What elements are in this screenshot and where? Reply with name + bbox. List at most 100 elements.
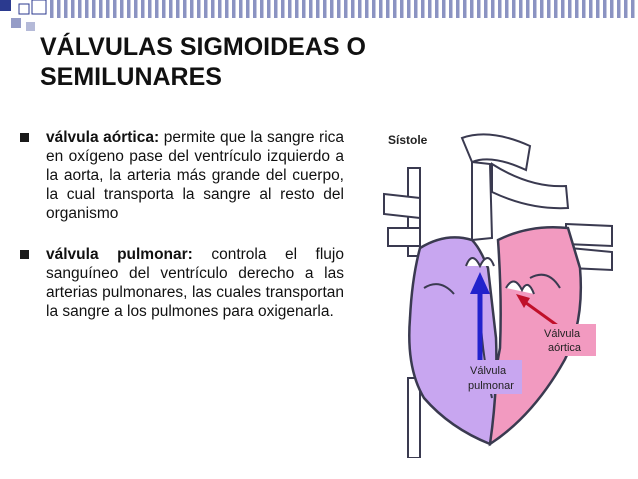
header-stripe (631, 0, 635, 18)
header-stripe (582, 0, 586, 18)
header-stripe (407, 0, 411, 18)
heart-diagram: Sístole Válvula aórtica Válvula pulmonar (383, 133, 613, 458)
header-stripe (400, 0, 404, 18)
header-stripe (218, 0, 222, 18)
bullet-term: válvula aórtica: (46, 129, 160, 146)
header-stripe (57, 0, 61, 18)
header-stripe (309, 0, 313, 18)
header-stripe (183, 0, 187, 18)
aortic-label-bg (540, 324, 596, 356)
bullet-list: válvula aórtica: permite que la sangre r… (18, 128, 344, 343)
header-stripe (470, 0, 474, 18)
header-stripe (323, 0, 327, 18)
header-stripe (414, 0, 418, 18)
header-stripe (533, 0, 537, 18)
header-stripe (127, 0, 131, 18)
header-stripe (477, 0, 481, 18)
header-stripe (442, 0, 446, 18)
pulmonary-flow-arrowhead (470, 272, 490, 294)
bullet-square-icon (20, 133, 29, 142)
header-stripe (274, 0, 278, 18)
header-stripe (540, 0, 544, 18)
pulmonary-label-line1: Válvula (470, 365, 507, 377)
header-stripe (176, 0, 180, 18)
header-stripe (71, 0, 75, 18)
header-stripe (113, 0, 117, 18)
header-stripe (610, 0, 614, 18)
header-stripe (617, 0, 621, 18)
tricuspid-valve (423, 283, 455, 295)
header-stripe (596, 0, 600, 18)
pulmonary-valve-leaflets (465, 257, 495, 269)
header-stripe (505, 0, 509, 18)
aortic-label-line2: aórtica (548, 342, 582, 354)
header-stripe (253, 0, 257, 18)
header-stripe (99, 0, 103, 18)
header-stripe (526, 0, 530, 18)
header-stripe (204, 0, 208, 18)
header-stripe (85, 0, 89, 18)
header-stripe (267, 0, 271, 18)
header-stripe (302, 0, 306, 18)
header-stripe (358, 0, 362, 18)
header-stripe (211, 0, 215, 18)
aortic-label-line1: Válvula (544, 328, 581, 340)
bullet-pulmonary-valve: válvula pulmonar: controla el flujo sang… (18, 245, 344, 321)
header-stripe (134, 0, 138, 18)
header-stripe (512, 0, 516, 18)
header-stripe (330, 0, 334, 18)
header-stripe (568, 0, 572, 18)
header-stripe (92, 0, 96, 18)
header-stripe (288, 0, 292, 18)
header-stripe (106, 0, 110, 18)
header-stripe (365, 0, 369, 18)
header-stripe (78, 0, 82, 18)
header-stripe (379, 0, 383, 18)
bullet-square-icon (20, 250, 29, 259)
header-stripe (624, 0, 628, 18)
header-decoration (0, 0, 638, 31)
header-stripe (169, 0, 173, 18)
bullet-aortic-valve: válvula aórtica: permite que la sangre r… (18, 128, 344, 223)
header-stripe (449, 0, 453, 18)
header-stripe (162, 0, 166, 18)
header-stripe (456, 0, 460, 18)
diagram-title: Sístole (388, 133, 428, 147)
bullet-text: controla el flujo sanguíneo del ventrícu… (46, 246, 344, 320)
header-stripe (547, 0, 551, 18)
header-stripe (295, 0, 299, 18)
header-stripe (260, 0, 264, 18)
header-stripe (435, 0, 439, 18)
header-stripe (428, 0, 432, 18)
header-stripe (519, 0, 523, 18)
aortic-pointer-arrow (521, 298, 559, 328)
header-stripe (246, 0, 250, 18)
header-stripe (64, 0, 68, 18)
aortic-valve-leaflets (505, 280, 535, 295)
mitral-valve (529, 273, 561, 289)
header-stripe (148, 0, 152, 18)
header-stripe (386, 0, 390, 18)
pulmonary-label-line2: pulmonar (468, 380, 514, 392)
header-stripe (239, 0, 243, 18)
header-stripe (50, 0, 54, 18)
header-stripe (554, 0, 558, 18)
right-heart-chambers (408, 236, 498, 446)
slide-title: VÁLVULAS SIGMOIDEAS O SEMILUNARES (40, 33, 366, 91)
header-stripe (190, 0, 194, 18)
header-stripe (197, 0, 201, 18)
header-stripe (484, 0, 488, 18)
header-checker-pattern (50, 0, 635, 18)
header-stripe (155, 0, 159, 18)
aortic-pointer-arrowhead (516, 294, 530, 308)
header-stripe (225, 0, 229, 18)
header-stripe (561, 0, 565, 18)
header-stripe (351, 0, 355, 18)
header-stripe (141, 0, 145, 18)
header-stripe (589, 0, 593, 18)
header-stripe (421, 0, 425, 18)
header-stripe (603, 0, 607, 18)
pulmonary-label-bg (464, 360, 522, 394)
header-stripe (498, 0, 502, 18)
header-stripe (281, 0, 285, 18)
